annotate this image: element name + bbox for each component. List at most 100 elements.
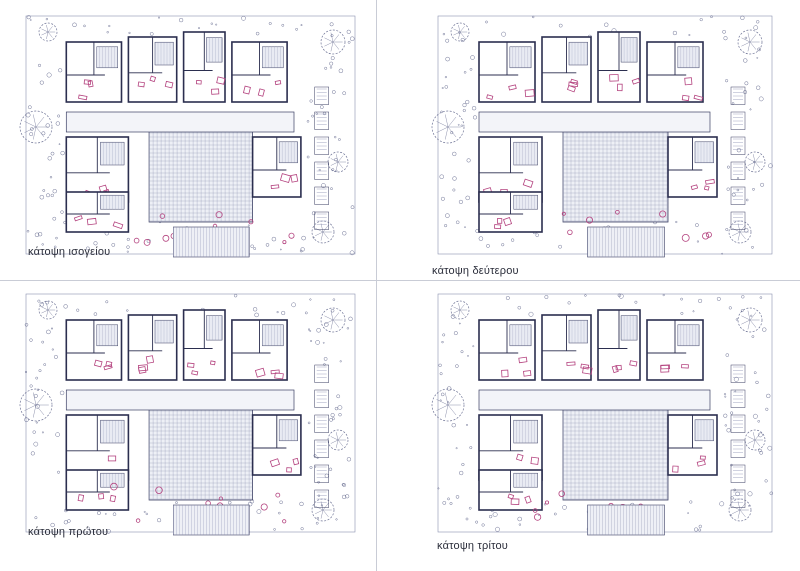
paving [587, 504, 665, 536]
furniture [270, 369, 280, 375]
vegetation-mark [106, 528, 111, 534]
vegetation-mark [33, 393, 38, 398]
garden-bed [314, 136, 329, 155]
vegetation-mark [143, 510, 146, 513]
vegetation-mark [85, 246, 90, 251]
furniture [145, 355, 155, 364]
tree-branch [749, 34, 757, 43]
vegetation-mark [757, 420, 760, 423]
tree-branch [324, 41, 334, 47]
furniture [631, 77, 641, 85]
vegetation-mark [178, 17, 184, 23]
furniture [617, 83, 623, 92]
vegetation-mark [544, 295, 549, 299]
tree-branch [447, 116, 457, 128]
vegetation-mark [440, 392, 445, 397]
tree-branch [324, 315, 334, 321]
furniture [486, 94, 494, 100]
vegetation-mark [767, 445, 773, 451]
vegetation-mark [51, 327, 53, 330]
vegetation-mark [680, 297, 683, 301]
vegetation-mark [528, 311, 534, 317]
furniture [274, 80, 282, 86]
tree-canopy [38, 22, 58, 42]
tree-branch [453, 309, 461, 314]
furniture [696, 460, 706, 467]
tree-branch [337, 155, 344, 163]
vegetation-mark [37, 63, 42, 67]
vegetation-mark [726, 165, 730, 169]
tree-branch [41, 306, 49, 311]
vegetation-mark [689, 500, 693, 504]
tree-canopy [19, 110, 53, 144]
vegetation-mark [445, 38, 450, 43]
vegetation-mark [295, 27, 298, 31]
furniture [629, 360, 638, 367]
vegetation-mark [458, 199, 463, 204]
vegetation-mark [444, 85, 449, 89]
wet-room [694, 419, 714, 442]
tree-branch [337, 439, 344, 447]
plan-first-floor-drawing [19, 293, 356, 536]
vegetation-mark [736, 148, 742, 153]
tree-branch [330, 41, 334, 52]
vegetation-mark [440, 196, 445, 201]
vegetation-mark [126, 237, 130, 241]
vegetation-mark [83, 24, 86, 28]
vegetation-mark [58, 143, 61, 146]
paving [173, 504, 250, 536]
vegetation-mark [108, 24, 111, 28]
vegetation-mark [747, 491, 753, 497]
vegetation-mark [311, 114, 314, 118]
outdoor-seat [585, 216, 593, 224]
vegetation-mark [731, 102, 735, 105]
vegetation-mark [460, 350, 464, 354]
outdoor-seat [702, 232, 710, 240]
vegetation-mark [722, 29, 726, 34]
vegetation-mark [33, 441, 39, 447]
vegetation-mark [299, 249, 303, 253]
vegetation-mark [553, 512, 557, 516]
vegetation-mark [462, 108, 466, 113]
tree-branch [747, 158, 756, 163]
furniture [254, 367, 266, 378]
vegetation-mark [27, 105, 32, 110]
furniture [73, 215, 83, 222]
vegetation-mark [680, 311, 684, 315]
tree-branch [24, 126, 37, 133]
tree-branch [332, 34, 340, 43]
furniture [209, 360, 216, 366]
furniture [566, 361, 576, 366]
garden-bed [314, 186, 329, 205]
plan-ground-floor [18, 12, 363, 262]
vegetation-mark [724, 395, 727, 398]
vegetation-mark [39, 302, 45, 307]
garden-bed [730, 364, 746, 383]
outdoor-seat [248, 219, 254, 225]
vegetation-mark [330, 56, 335, 61]
vegetation-mark [311, 211, 316, 216]
vegetation-mark [49, 176, 53, 179]
caption-ground-floor: κάτοψη ισογείου [28, 246, 111, 258]
vegetation-mark [300, 247, 305, 252]
vegetation-mark [543, 503, 547, 506]
vegetation-mark [441, 340, 444, 344]
vegetation-mark [562, 505, 567, 510]
vegetation-mark [465, 517, 469, 521]
vegetation-mark [316, 328, 321, 333]
furniture [137, 364, 149, 372]
tree-branch [330, 319, 334, 330]
vegetation-mark [276, 311, 279, 314]
outdoor-seat [133, 237, 140, 244]
vegetation-mark [464, 226, 466, 229]
tree-branch [753, 439, 756, 448]
vegetation-mark [104, 513, 107, 515]
tree-branch [315, 228, 324, 233]
vegetation-mark [279, 248, 282, 251]
furniture [660, 364, 670, 373]
garden-bed [730, 489, 746, 508]
tree-canopy [728, 498, 752, 522]
wet-room [206, 37, 223, 63]
caption-first-floor: κάτοψη πρώτου [28, 526, 109, 538]
outdoor-seat [143, 238, 151, 246]
